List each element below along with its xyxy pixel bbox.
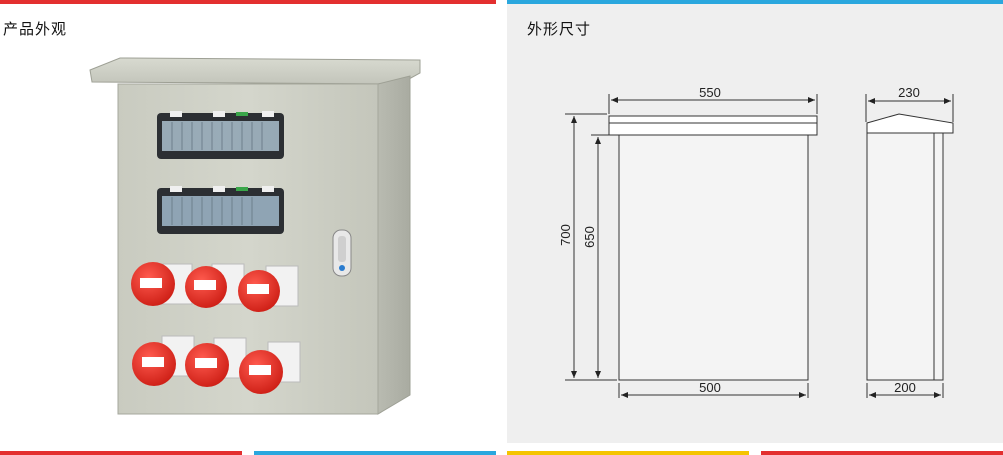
socket: [131, 262, 193, 306]
dim-label-body-height: 650: [582, 226, 597, 248]
panel-title: 外形尺寸: [527, 20, 592, 38]
bottom-accent-bar: [761, 451, 1003, 455]
panel-accent-bar: [507, 0, 1003, 4]
panel-title: 产品外观: [3, 20, 68, 38]
socket: [238, 265, 299, 312]
dimensions-panel: 外形尺寸: [507, 0, 1003, 443]
dim-label-body-width: 500: [699, 380, 721, 395]
socket: [239, 341, 301, 394]
dim-label-total-height: 700: [558, 224, 573, 246]
front-view-outline: [608, 115, 818, 381]
dimension-drawing: 550 500 700 650 230 200: [558, 85, 954, 398]
socket-row-1: [131, 262, 299, 312]
dim-label-top-width: 550: [699, 85, 721, 100]
door-handle: [332, 229, 352, 277]
bottom-accent-bar: [507, 451, 749, 455]
panel-accent-bar: [0, 0, 496, 4]
side-view-outline: [866, 113, 954, 381]
product-appearance-panel: 产品外观: [0, 0, 496, 455]
socket: [185, 337, 247, 387]
bottom-accent-bar: [0, 451, 242, 455]
box-side: [377, 75, 411, 415]
distribution-box-photo: [89, 57, 421, 415]
breaker-window-2: [157, 186, 284, 234]
breaker-window-1: [157, 111, 284, 159]
dim-label-top-depth: 230: [898, 85, 920, 100]
box-roof: [89, 57, 421, 85]
socket: [185, 263, 245, 308]
socket-row-2: [132, 335, 301, 394]
bottom-accent-bar: [254, 451, 496, 455]
dim-label-body-depth: 200: [894, 380, 916, 395]
